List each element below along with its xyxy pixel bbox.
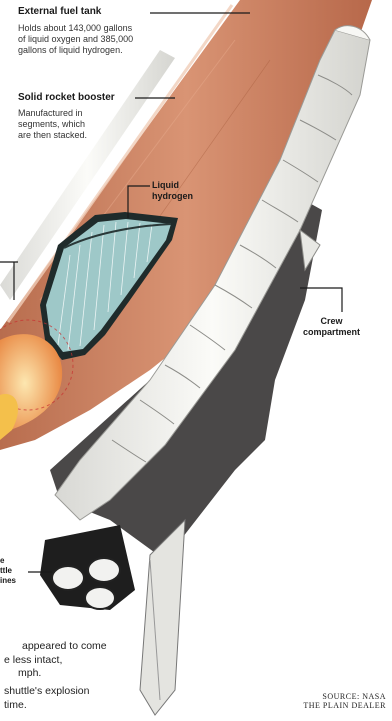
booster-label: Solid rocket booster Manufactured in seg… (18, 92, 115, 141)
external-tank-title: External fuel tank (18, 6, 133, 19)
orbiter-tail (140, 520, 185, 715)
booster-desc: Manufactured in segments, which are then… (18, 108, 115, 142)
body-text: appeared to come e less intact, mph. shu… (4, 640, 107, 712)
external-tank-label: External fuel tank Holds about 143,000 g… (18, 6, 133, 56)
engines-label-fragment: e ttle ines (0, 556, 16, 586)
liquid-hydrogen-label: Liquid hydrogen (152, 180, 193, 203)
external-tank-desc: Holds about 143,000 gallons of liquid ox… (18, 23, 133, 57)
booster-title: Solid rocket booster (18, 92, 115, 105)
source-credit: SOURCE: NASA THE PLAIN DEALER (303, 692, 386, 710)
main-engines (40, 525, 135, 610)
crew-compartment-label: Crew compartment (303, 316, 360, 339)
